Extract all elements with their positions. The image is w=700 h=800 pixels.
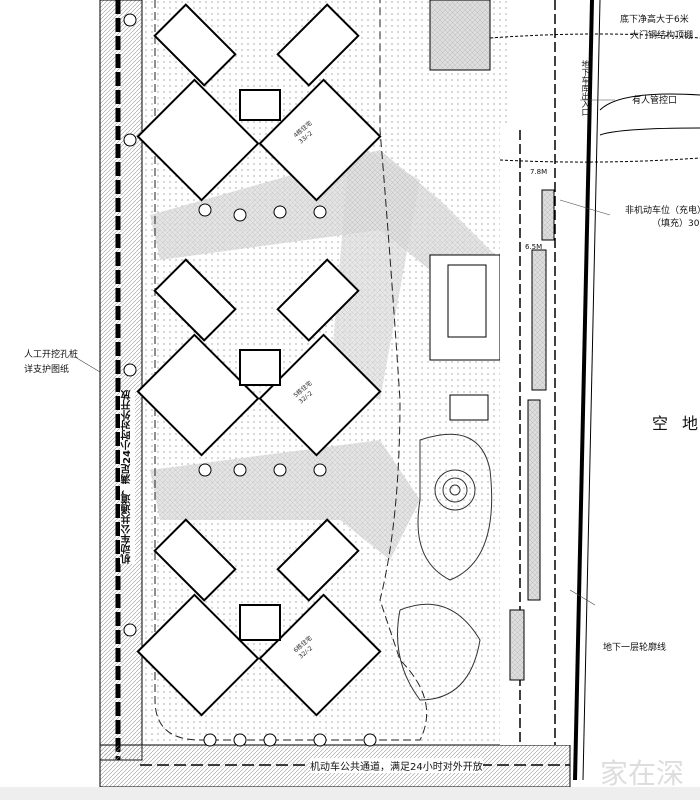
vacant-land-label: 空地 <box>652 414 698 433</box>
site-boundary <box>573 0 594 781</box>
garage-entrance-label: 地下车库出入口 <box>581 60 590 116</box>
left-road <box>99 0 143 761</box>
pavilion <box>449 394 489 421</box>
site-boundary-inner <box>582 0 601 781</box>
bike-count-label: （填充）30个 <box>652 219 700 229</box>
entrance-curb <box>599 93 700 111</box>
road-width-label: 6.5M <box>525 243 543 251</box>
pile-note-2: 详支护图纸 <box>24 365 70 375</box>
walkway <box>330 140 420 400</box>
bottom-strip <box>0 787 700 800</box>
clubhouse <box>429 254 501 361</box>
basement-outline-label: 地下一层轮廓线 <box>603 643 667 653</box>
walkway <box>150 440 420 560</box>
building-cluster-2 <box>136 258 382 457</box>
entrance-gate-building <box>429 0 491 71</box>
public-road-bottom-label: 机动车公共通道，满足24小时对外开放 <box>310 758 483 773</box>
basement-line <box>499 157 700 163</box>
building-cluster-3 <box>136 518 382 717</box>
public-road-left-label: 机动车公共通道，满足24小时对外开放 <box>120 390 135 564</box>
canopy-line <box>489 33 700 39</box>
leader-lines <box>74 99 615 606</box>
pile-note-1: 人工开挖孔桩 <box>24 350 79 360</box>
watermark: 家在深圳 <box>600 757 685 800</box>
clearance-label: 底下净高大于6米 <box>620 15 689 25</box>
road-width-label: 7.8M <box>530 168 548 176</box>
building-cluster-1 <box>136 3 382 202</box>
grid-axis-bubbles <box>123 13 377 747</box>
fire-lane <box>154 0 428 741</box>
entrance-curb <box>599 127 700 136</box>
controlled-gate-label: 有人管控口 <box>632 96 678 106</box>
bike-parking-stalls <box>509 189 555 681</box>
gate-canopy-label: 大门钢结构顶棚 <box>630 31 694 41</box>
sports-court <box>447 264 487 338</box>
garden <box>397 433 493 701</box>
bike-parking-label: 非机动车位（充电） <box>625 206 700 216</box>
